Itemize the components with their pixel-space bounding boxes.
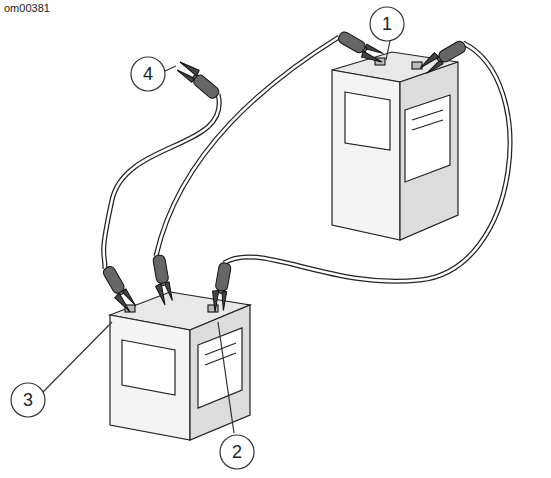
battery-left: [110, 292, 250, 440]
figure-code: om00381: [4, 3, 50, 14]
callout-number: 3: [23, 391, 33, 409]
battery-clamps: [100, 30, 467, 315]
jumper-cables: [104, 37, 510, 281]
callout-number: 4: [143, 65, 153, 83]
callout-markers: [11, 7, 404, 469]
callout-number: 1: [382, 15, 392, 33]
callout-number: 2: [232, 443, 242, 461]
battery-right: [332, 52, 458, 240]
